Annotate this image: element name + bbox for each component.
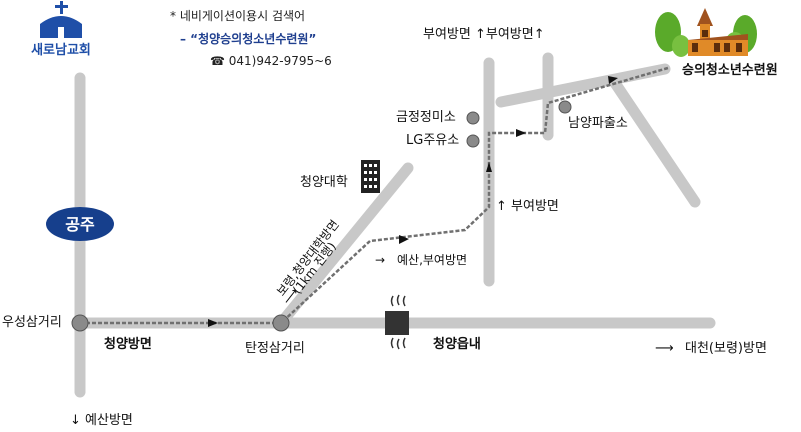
logo-text: 새로남교회 (31, 42, 91, 58)
right-arrow-icon: ⟶ (655, 341, 674, 356)
destination-label: 승의청소년수련원 (682, 63, 778, 78)
info-note: * 네비게이션이용시 검색어 (170, 9, 306, 23)
useong-label: 우성삼거리 (2, 315, 62, 330)
yesan-buyeo-direction: → 예산,부여방면 (375, 252, 467, 268)
route-arrow-4 (516, 129, 526, 137)
yesan-buyeo-label: 예산,부여방면 (397, 253, 468, 267)
road-upper-diagonal (495, 63, 671, 108)
node-namyang (558, 100, 572, 114)
up-arrow-icon: ↑ (470, 27, 486, 42)
daecheon-direction: ⟶ 대천(보령)방면 (655, 341, 767, 357)
up-arrow-icon: ↑ (496, 199, 512, 214)
road-church-diagonal (609, 77, 701, 208)
buyeo-top-direction: 부여방면 ↑부여방면↑ (423, 27, 545, 43)
gongju-label: 공주 (65, 215, 95, 234)
search-term: – “청양승의청소년수련원” (180, 32, 317, 46)
college-building-icon (361, 160, 380, 193)
lg-label: LG주유소 (406, 133, 460, 148)
town-icon (385, 294, 409, 350)
route (80, 66, 669, 327)
route-path (80, 66, 669, 325)
college-label: 청양대학 (300, 175, 348, 190)
geumjeong-label: 금정정미소 (396, 110, 456, 125)
roads (74, 52, 716, 398)
tanjeong-label: 탄정삼거리 (245, 341, 305, 356)
buyeo-mid-label: 부여방면 (511, 199, 559, 214)
up-arrow-icon: ↑ (533, 27, 545, 42)
node-lg (466, 134, 480, 148)
node-geumjeong (466, 111, 480, 125)
node-tanjeong (272, 314, 290, 332)
route-arrow-3 (486, 162, 492, 172)
cheongyang-direction-label: 청양방면 (104, 337, 152, 352)
church-logo-icon: 새로남교회 (31, 1, 91, 58)
buyeo-top-label-1: 부여방면 (423, 27, 471, 42)
route-arrow-2 (399, 235, 409, 244)
buyeo-top-label-2: 부여방면 (485, 27, 534, 42)
destination-church-icon (655, 8, 757, 57)
namyang-label: 남양파출소 (568, 116, 628, 131)
buyeo-mid-direction: ↑ 부여방면 (496, 199, 559, 215)
right-arrow-icon: → (375, 253, 386, 267)
cheongyang-town-label: 청양읍내 (433, 337, 481, 352)
junctions (71, 100, 572, 332)
road-college-diagonal (275, 162, 414, 329)
route-arrow-1 (208, 319, 218, 327)
phone-number: ☎ 041)942-9795~6 (210, 54, 332, 68)
daecheon-direction-label: 대천(보령)방면 (685, 341, 767, 356)
yesan-direction-bottom: ↓ 예산방면 (70, 413, 133, 428)
route-arrow-5 (608, 76, 618, 84)
gongju-badge: 공주 (46, 207, 114, 241)
node-useong (71, 314, 89, 332)
